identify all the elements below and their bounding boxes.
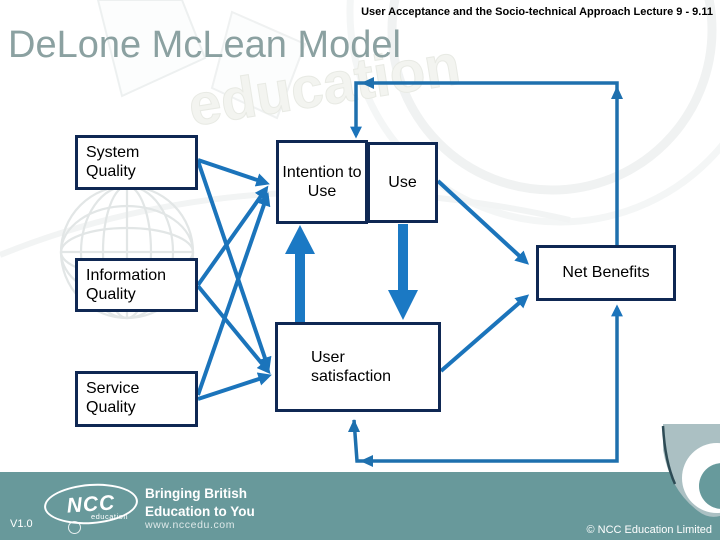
ncc-globe-icon [68,521,81,534]
node-service-quality: Service Quality [75,371,198,427]
ncc-shield-logo [661,424,720,517]
node-label: System Quality [86,144,140,181]
connector-information-to-usersat [196,284,271,375]
connector-information-to-intention [196,185,269,287]
footer-copyright: © NCC Education Limited [586,524,713,536]
shield-edge-shadow [661,425,677,485]
node-net-benefits: Net Benefits [536,245,676,301]
connector-use-to-netbenefits [436,179,530,265]
footer-bar: V1.0 NCC education Bringing British Educ… [0,472,720,540]
lecture-reference: User Acceptance and the Socio-technical … [361,6,713,18]
thick-arrow-usersat-to-intention [285,225,315,322]
ncc-logo-subtext: education [90,512,128,521]
connector-usersat-to-netbenefits [439,294,530,373]
node-label: Intention to Use [282,163,362,200]
footer-tagline-line1: Bringing British [145,486,247,501]
footer-website: www.nccedu.com [145,519,236,531]
node-user-satisfaction: User satisfaction [275,322,441,412]
version-label: V1.0 [10,518,33,530]
node-label: Net Benefits [562,264,650,282]
node-use: Use [367,142,438,223]
shield-inner-circle [699,463,720,509]
node-information-quality: Information Quality [75,258,198,312]
connector-service-to-usersat [197,372,272,401]
connector-system-to-usersat [196,160,272,371]
node-label: Information Quality [86,267,167,304]
node-label: User satisfaction [311,348,392,385]
thick-arrow-use-to-usersat [388,224,418,320]
footer-tagline-line2: Education to You [145,503,255,519]
watermark-arc-inner [387,0,717,195]
node-label: Use [388,173,417,191]
footer-tagline: Bringing British Education to You [145,485,255,520]
connector-service-to-intention [196,192,271,396]
ncc-logo: NCC education [42,480,140,534]
node-label: Service Quality [86,380,140,417]
node-system-quality: System Quality [75,135,198,190]
node-intention-to-use: Intention to Use [276,140,368,224]
page-title: DeLone McLean Model [8,24,401,66]
connector-system-to-intention [197,158,270,187]
